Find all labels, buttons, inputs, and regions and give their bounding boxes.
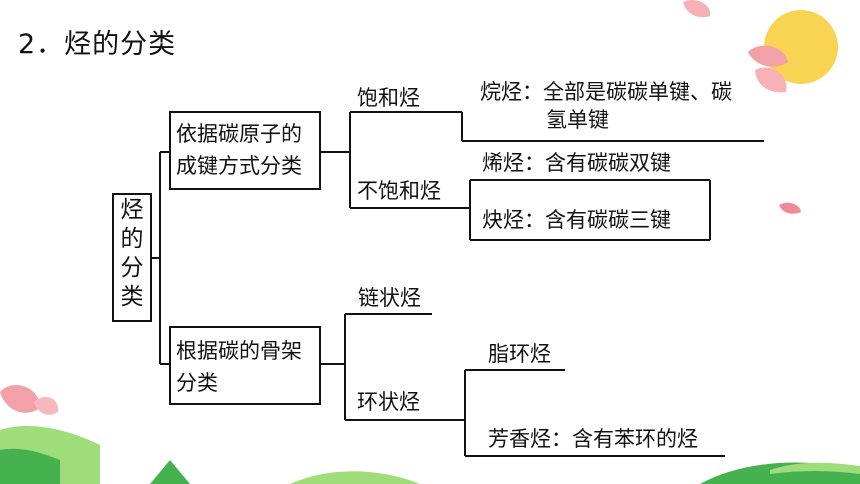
root-char: 类: [118, 283, 146, 312]
cyclic-label: 环状烃: [357, 388, 420, 416]
skeleton-basis-line2: 分类: [176, 369, 218, 397]
chain-label: 链状烃: [358, 284, 421, 312]
unsaturated-label: 不饱和烃: [357, 177, 441, 205]
root-char: 烃: [118, 196, 146, 225]
root-label: 烃 的 分 类: [118, 196, 146, 312]
root-char: 的: [118, 225, 146, 254]
root-char: 分: [118, 254, 146, 283]
alkane-line2: 氢单键: [546, 106, 609, 134]
skeleton-basis-line1: 根据碳的骨架: [176, 337, 302, 365]
bond-basis-line2: 成键方式分类: [176, 152, 302, 180]
saturated-label: 饱和烃: [357, 84, 420, 112]
alkene-label: 烯烃：含有碳碳双键: [482, 149, 671, 177]
bond-basis-line1: 依据碳原子的: [176, 120, 302, 148]
page-title: 2．烃的分类: [18, 22, 176, 61]
aromatic-label: 芳香烃：含有苯环的烃: [488, 425, 698, 453]
alicyclic-label: 脂环烃: [488, 340, 551, 368]
alkyne-label: 炔烃：含有碳碳三键: [482, 206, 671, 234]
alkane-line1: 烷烃：全部是碳碳单键、碳: [480, 78, 732, 106]
